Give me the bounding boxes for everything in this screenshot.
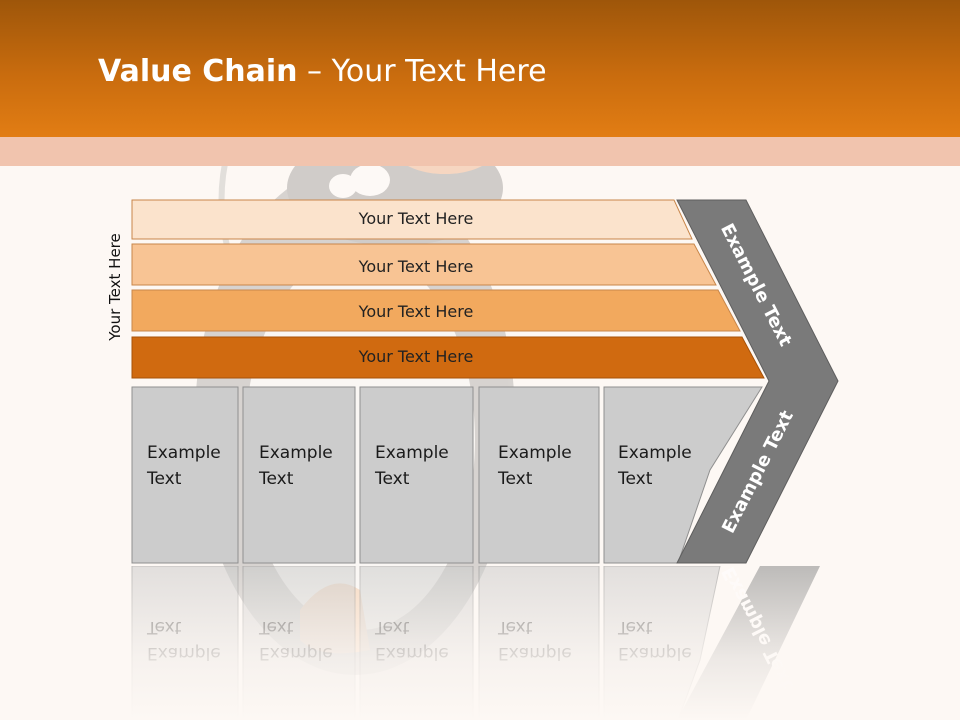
bar-4-label: Your Text Here (358, 347, 474, 366)
bar-3-label: Your Text Here (358, 302, 474, 321)
slide-title: Value Chain – Your Text Here (98, 54, 547, 89)
bar-2-label: Your Text Here (358, 257, 474, 276)
cell-3-line1: Example (375, 443, 449, 463)
bar-1-label: Your Text Here (358, 209, 474, 228)
header-band (0, 137, 960, 166)
cell-4-line1: Example (498, 443, 572, 463)
cell-1-line1: Example (147, 443, 221, 463)
cell-2-line2: Text (259, 469, 294, 489)
cell-3 (359, 386, 474, 564)
header-bar (0, 0, 960, 137)
cell-5-line2: Text (618, 469, 653, 489)
cell-1 (131, 386, 239, 564)
bar-3 (131, 289, 741, 332)
cell-5-line1: Example (618, 443, 692, 463)
cell-4-line2: Text (498, 469, 533, 489)
bar-4 (131, 336, 765, 379)
cell-4 (478, 386, 600, 564)
bar-2 (131, 243, 717, 286)
cell-2-line1: Example (259, 443, 333, 463)
cell-1-line2: Text (147, 469, 182, 489)
bar-1 (131, 199, 693, 240)
cell-3-line2: Text (375, 469, 410, 489)
chevron-arrow (676, 199, 839, 564)
cell-5 (603, 386, 763, 564)
cell-2 (242, 386, 356, 564)
title-rest: – Your Text Here (297, 54, 547, 89)
title-bold: Value Chain (98, 54, 298, 89)
